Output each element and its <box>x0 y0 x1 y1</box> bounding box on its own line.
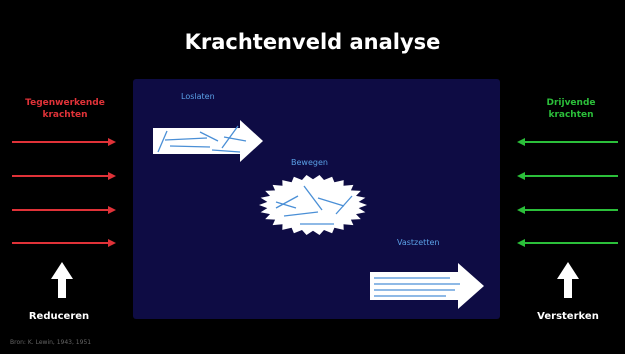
red-arrow-icon <box>12 206 116 214</box>
red-arrow-icon <box>12 172 116 180</box>
green-arrow-icon <box>517 239 618 247</box>
stage-label-bewegen: Bewegen <box>291 158 328 167</box>
vastzetten-arrow-icon <box>370 263 484 309</box>
left-heading-line2: krachten <box>42 110 88 120</box>
right-heading: Drijvende krachten <box>516 97 625 121</box>
red-arrow-icon <box>12 239 116 247</box>
stage-label-loslaten: Loslaten <box>181 92 215 101</box>
right-heading-line2: krachten <box>548 110 594 120</box>
green-arrow-icon <box>517 172 618 180</box>
left-heading: Tegenwerkende krachten <box>10 97 120 121</box>
left-heading-line1: Tegenwerkende <box>25 98 105 108</box>
page-title: Krachtenveld analyse <box>184 30 441 54</box>
source-note: Bron: K. Lewin, 1943, 1951 <box>10 339 92 346</box>
up-arrow-icon <box>51 262 73 298</box>
up-arrow-icon <box>557 262 579 298</box>
bewegen-starburst-icon <box>259 175 367 235</box>
footer-right-label: Versterken <box>537 311 599 322</box>
green-arrow-icon <box>517 138 618 146</box>
green-arrow-icon <box>517 206 618 214</box>
footer-left-label: Reduceren <box>28 311 90 322</box>
red-arrow-icon <box>12 138 116 146</box>
stage-label-vastzetten: Vastzetten <box>397 238 440 247</box>
left-force-arrows <box>12 138 116 247</box>
loslaten-arrow-icon <box>153 120 263 162</box>
right-force-arrows <box>517 138 618 247</box>
right-heading-line1: Drijvende <box>546 98 596 108</box>
